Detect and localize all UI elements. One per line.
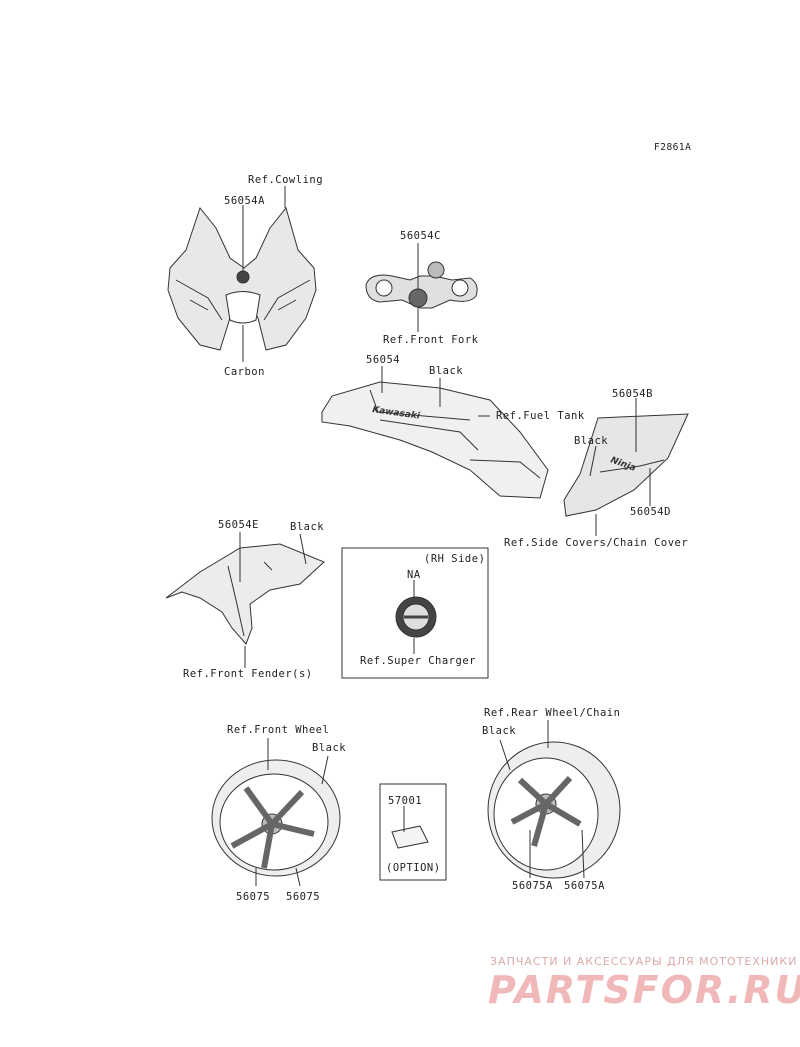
- front-fender-part-number: 56054E: [218, 519, 259, 531]
- super-charger-box: [341, 547, 489, 679]
- option-sticker-illustration: [391, 806, 429, 849]
- rear-wheel-ref-label: Ref.Rear Wheel/Chain: [484, 707, 621, 719]
- cowling-note: Carbon: [224, 366, 265, 378]
- super-charger-side: (RH Side): [424, 553, 486, 565]
- fuel-tank-color: Black: [429, 365, 464, 377]
- side-covers-illustration: [563, 398, 689, 536]
- super-charger-ref-label: Ref.Super Charger: [360, 655, 476, 667]
- front-wheel-color: Black: [312, 742, 347, 754]
- side-covers-part-bottom: 56054D: [630, 506, 671, 518]
- front-fender-color: Black: [290, 521, 325, 533]
- front-fender-illustration: [165, 532, 325, 668]
- watermark-tagline: ЗАПЧАСТИ И АКСЕССУАРЫ ДЛЯ МОТОТЕХНИКИ: [490, 955, 798, 968]
- watermark-brand: PARTSFOR.RU: [488, 968, 800, 1012]
- rear-wheel-part-left: 56075A: [512, 880, 553, 892]
- option-box: [379, 783, 447, 881]
- fuel-tank-part-number: 56054: [366, 354, 401, 366]
- front-wheel-part-left: 56075: [236, 891, 271, 903]
- rear-wheel-illustration: [487, 720, 621, 879]
- front-fork-ref-label: Ref.Front Fork: [383, 334, 479, 346]
- front-fender-ref-label: Ref.Front Fender(s): [183, 668, 313, 680]
- cowling-illustration: [167, 186, 317, 362]
- cowling-ref-label: Ref.Cowling: [248, 174, 324, 186]
- rear-wheel-color: Black: [482, 725, 517, 737]
- diagram-code: F2861A: [654, 142, 692, 153]
- front-wheel-part-right: 56075: [286, 891, 321, 903]
- front-wheel-illustration: [211, 738, 341, 887]
- fuel-tank-ref-label: Ref.Fuel Tank: [496, 410, 585, 422]
- option-note: (OPTION): [386, 862, 441, 874]
- front-fork-part-number: 56054C: [400, 230, 441, 242]
- rear-wheel-part-right: 56075A: [564, 880, 605, 892]
- fuel-tank-illustration: [321, 366, 549, 499]
- side-covers-color: Black: [574, 435, 609, 447]
- super-charger-cover-illustration: [395, 580, 437, 654]
- front-fork-illustration: [365, 243, 478, 332]
- option-part-number: 57001: [388, 795, 423, 807]
- front-wheel-ref-label: Ref.Front Wheel: [227, 724, 330, 736]
- cowling-part-number: 56054A: [224, 195, 265, 207]
- side-covers-part-top: 56054B: [612, 388, 653, 400]
- side-covers-ref-label: Ref.Side Covers/Chain Cover: [504, 537, 689, 549]
- super-charger-na: NA: [407, 569, 421, 581]
